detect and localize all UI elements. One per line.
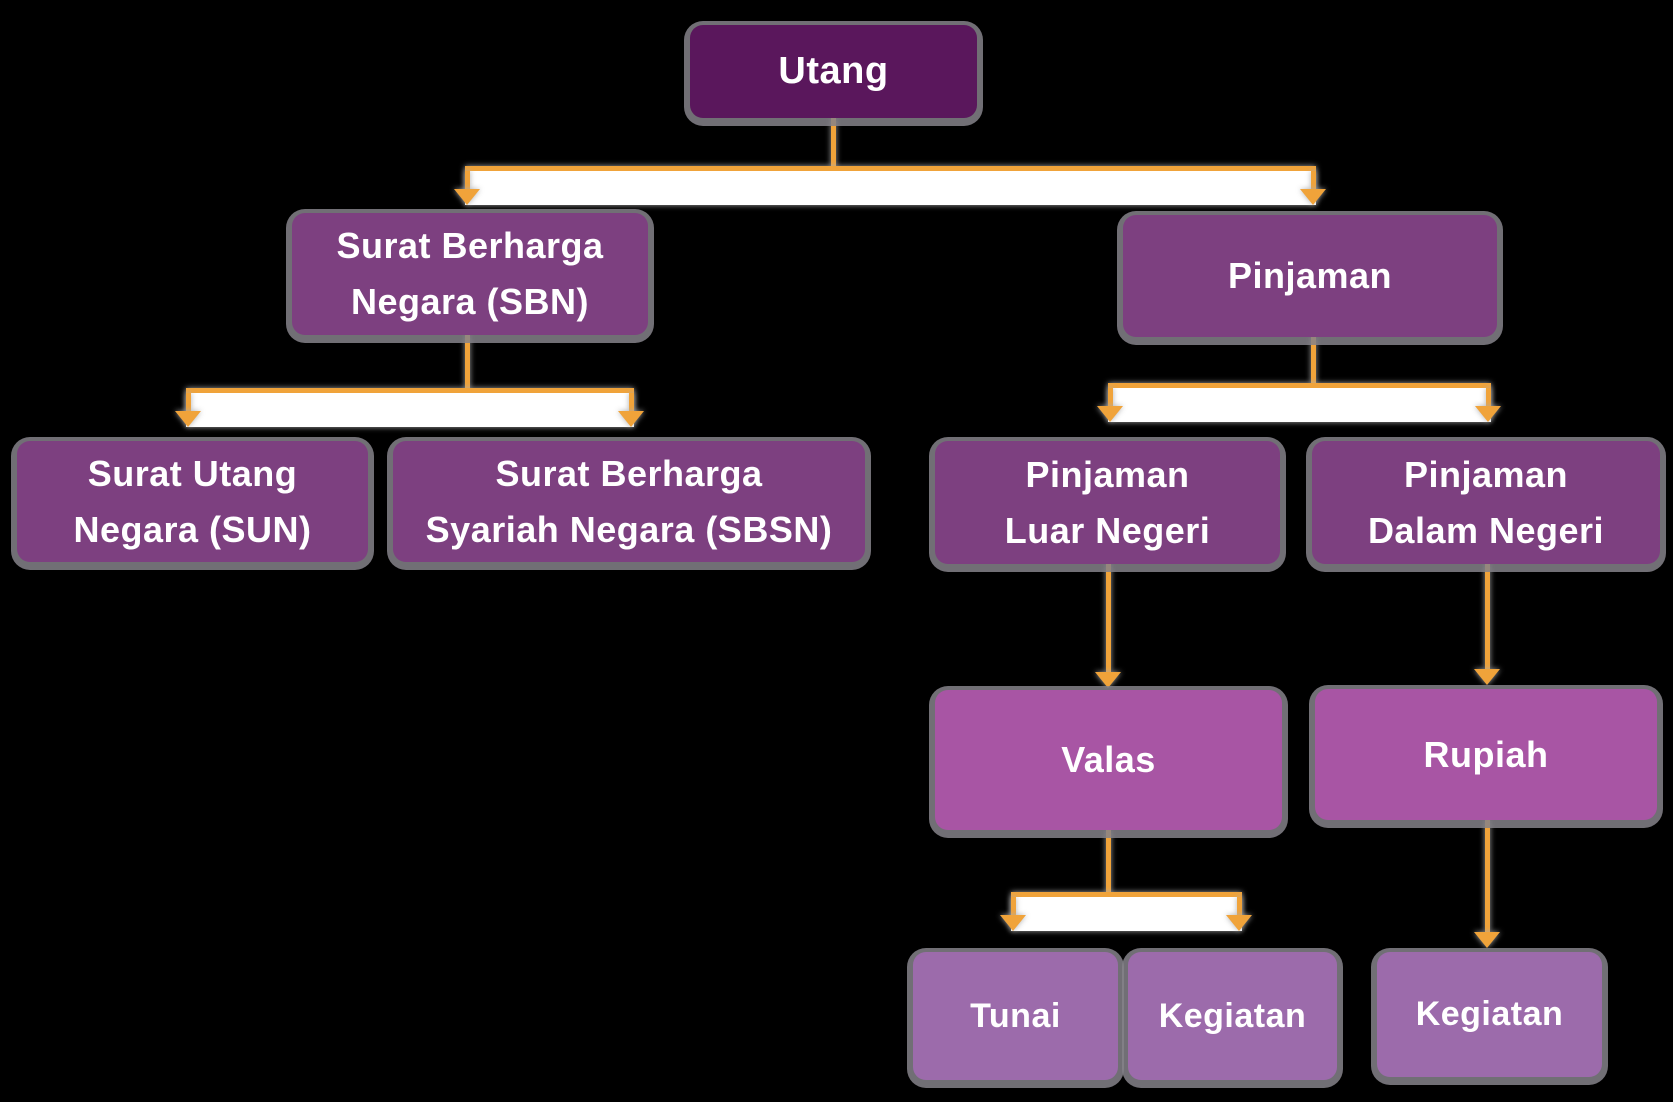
node-kegiatan-valas: Kegiatan [1128,952,1337,1080]
connector-stem-pln-valas [1106,564,1111,672]
node-pinjaman-label: Pinjaman [1227,255,1393,297]
connector-stem-pinjaman [1311,337,1316,385]
connector-band-utang-children [465,166,1316,205]
connector-stem-pdn-rupiah [1485,564,1490,669]
node-utang-label: Utang [778,50,889,93]
connector-edge-right-band3 [1486,388,1491,408]
node-kegiatan-valas-label: Kegiatan [1158,996,1307,1035]
node-tunai-label: Tunai [970,996,1061,1035]
arrow-down-icon-sbn [454,189,480,205]
node-surat-utang-negara: Surat Utang Negara (SUN) [17,441,368,562]
arrow-down-icon-kegiatan-rupiah [1474,932,1500,948]
node-tunai: Tunai [913,952,1118,1080]
node-surat-berharga-syariah-negara: Surat Berharga Syariah Negara (SBSN) [393,441,865,562]
node-utang: Utang [690,25,977,118]
connector-band-valas-children [1011,892,1242,931]
connector-stem-utang [831,118,836,168]
arrow-down-icon-sun [175,411,201,427]
arrow-down-icon-tunai [1000,915,1026,931]
connector-edge-right-band1 [1311,171,1316,191]
arrow-down-icon-pinjaman [1300,189,1326,205]
node-valas: Valas [935,690,1282,830]
node-pdn-label: Pinjaman Dalam Negeri [1367,453,1605,551]
node-pinjaman-luar-negeri: Pinjaman Luar Negeri [935,441,1280,564]
arrow-down-icon-sbsn [618,411,644,427]
connector-stem-rupiah-kegiatan [1485,820,1490,932]
connector-edge-left-band4 [1011,897,1016,917]
connector-edge-left-band1 [465,171,470,191]
node-valas-label: Valas [1061,739,1156,781]
connector-edge-left-band2 [186,393,191,413]
connector-edge-right-band2 [629,393,634,413]
arrow-down-icon-kegiatan-valas [1226,915,1252,931]
arrow-down-icon-valas [1095,672,1121,688]
node-rupiah: Rupiah [1315,689,1657,820]
connector-band-pinjaman-children [1108,383,1491,422]
node-sun-label: Surat Utang Negara (SUN) [73,452,312,550]
connector-edge-left-band3 [1108,388,1113,408]
node-pinjaman: Pinjaman [1123,215,1497,337]
connector-band-sbn-children [186,388,634,427]
node-sbsn-label: Surat Berharga Syariah Negara (SBSN) [425,452,833,550]
connector-stem-valas [1106,830,1111,894]
node-rupiah-label: Rupiah [1423,733,1549,775]
arrow-down-icon-pinjaman-dalam [1475,406,1501,422]
arrow-down-icon-pinjaman-luar [1097,406,1123,422]
connector-stem-sbn [465,335,470,390]
node-pln-label: Pinjaman Luar Negeri [1004,453,1211,551]
node-pinjaman-dalam-negeri: Pinjaman Dalam Negeri [1312,441,1660,564]
node-surat-berharga-negara: Surat Berharga Negara (SBN) [292,213,648,335]
connector-edge-right-band4 [1237,897,1242,917]
node-sbn-label: Surat Berharga Negara (SBN) [336,225,604,322]
node-kegiatan-rupiah: Kegiatan [1377,952,1602,1077]
node-kegiatan-rupiah-label: Kegiatan [1415,995,1564,1034]
arrow-down-icon-rupiah [1474,669,1500,685]
